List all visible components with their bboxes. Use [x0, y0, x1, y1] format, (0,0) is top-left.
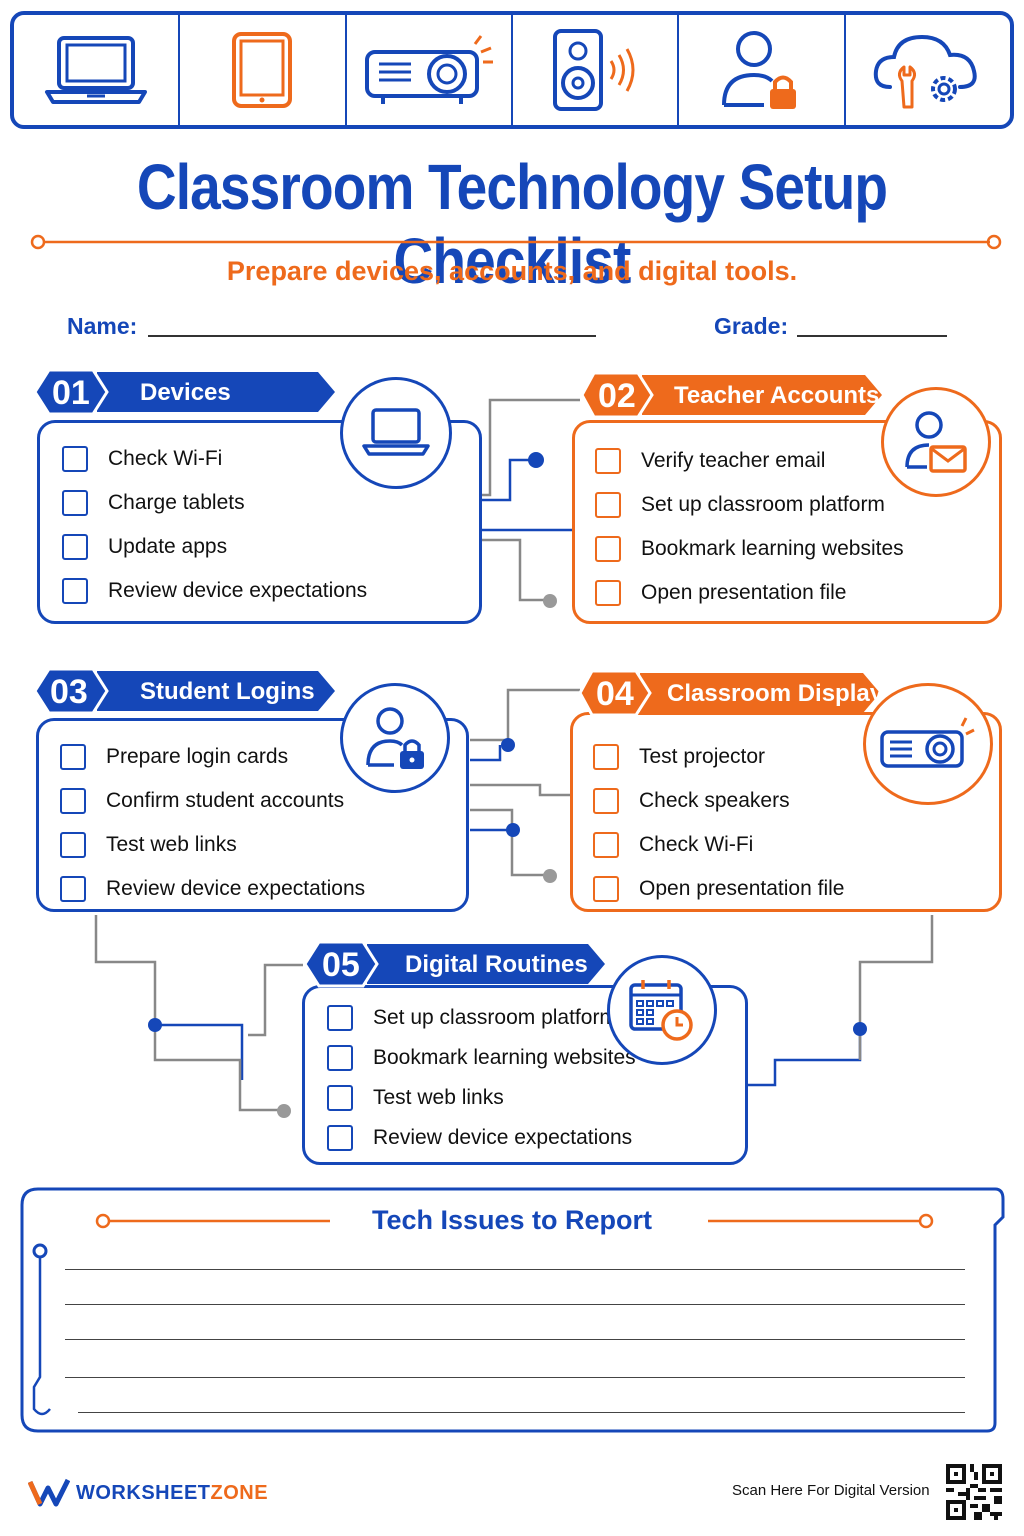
- scan-text: Scan Here For Digital Version: [732, 1482, 930, 1499]
- report-line[interactable]: [65, 1304, 965, 1305]
- logo-mark-icon: [28, 1478, 70, 1507]
- checklist-item[interactable]: Check Wi-Fi: [62, 437, 367, 481]
- checkbox[interactable]: [60, 744, 86, 770]
- checkbox[interactable]: [327, 1045, 353, 1071]
- section-digital-routines: Set up classroom platform Bookmark learn…: [302, 985, 748, 1165]
- laptop-icon: [14, 15, 181, 125]
- section-number: 04: [596, 674, 634, 713]
- projector-icon: [347, 15, 513, 125]
- page-title: Classroom Technology Setup Checklist: [136, 151, 888, 297]
- report-line[interactable]: [65, 1269, 965, 1270]
- user-mail-icon: [881, 387, 991, 497]
- checklist-item[interactable]: Test web links: [60, 823, 365, 867]
- checkbox[interactable]: [593, 788, 619, 814]
- checklist-item[interactable]: Charge tablets: [62, 481, 367, 525]
- section-title: Classroom Display: [667, 680, 884, 707]
- checklist-item[interactable]: Open presentation file: [595, 571, 904, 615]
- checklist-item[interactable]: Verify teacher email: [595, 439, 904, 483]
- section-badge-shape: [303, 940, 605, 988]
- name-label: Name:: [67, 313, 138, 339]
- checklist-item[interactable]: Review device expectations: [327, 1118, 636, 1158]
- checkbox[interactable]: [62, 578, 88, 604]
- checklist-item[interactable]: Open presentation file: [593, 867, 844, 911]
- checklist-item[interactable]: Bookmark learning websites: [595, 527, 904, 571]
- checklist-item[interactable]: Test web links: [327, 1078, 636, 1118]
- checklist-item[interactable]: Bookmark learning websites: [327, 1038, 636, 1078]
- section-badge-shape: [33, 368, 335, 416]
- name-field[interactable]: [148, 335, 596, 337]
- checklist-item[interactable]: Test projector: [593, 735, 844, 779]
- speaker-icon: [513, 15, 680, 125]
- section-number: 01: [52, 373, 90, 412]
- report-frame: [20, 1187, 1005, 1433]
- cloud-settings-icon: [846, 15, 1010, 125]
- checkbox[interactable]: [327, 1125, 353, 1151]
- report-line[interactable]: [65, 1377, 965, 1378]
- section-title: Student Logins: [140, 678, 315, 705]
- checklist-item[interactable]: Check Wi-Fi: [593, 823, 844, 867]
- brand-logo: WORKSHEETZONE: [28, 1478, 268, 1508]
- checkbox[interactable]: [62, 446, 88, 472]
- title-divider: [30, 234, 1002, 250]
- checkbox[interactable]: [593, 832, 619, 858]
- user-lock-icon: [340, 683, 450, 793]
- checkbox[interactable]: [60, 876, 86, 902]
- checklist-item[interactable]: Prepare login cards: [60, 735, 365, 779]
- checkbox[interactable]: [595, 448, 621, 474]
- checkbox[interactable]: [327, 1005, 353, 1031]
- section-number: 03: [50, 672, 88, 711]
- checklist-item[interactable]: Set up classroom platform: [595, 483, 904, 527]
- checkbox[interactable]: [595, 580, 621, 606]
- section-badge-shape: [33, 667, 335, 715]
- grade-field[interactable]: [797, 335, 947, 337]
- user-lock-icon: [679, 15, 846, 125]
- section-number: 05: [322, 945, 360, 984]
- section-badge-shape: [578, 669, 880, 717]
- section-title: Devices: [140, 379, 231, 406]
- tablet-icon: [180, 15, 347, 125]
- report-line[interactable]: [78, 1412, 965, 1413]
- checklist-item[interactable]: Review device expectations: [62, 569, 367, 613]
- checkbox[interactable]: [593, 744, 619, 770]
- checkbox[interactable]: [60, 832, 86, 858]
- checkbox[interactable]: [60, 788, 86, 814]
- section-number: 02: [598, 376, 636, 415]
- checklist-item[interactable]: Confirm student accounts: [60, 779, 365, 823]
- checklist-item[interactable]: Review device expectations: [60, 867, 365, 911]
- projector-icon: [863, 683, 993, 805]
- checkbox[interactable]: [62, 534, 88, 560]
- icon-bar: [10, 11, 1014, 129]
- checkbox[interactable]: [327, 1085, 353, 1111]
- checkbox[interactable]: [593, 876, 619, 902]
- checklist-item[interactable]: Set up classroom platform: [327, 998, 636, 1038]
- checkbox[interactable]: [595, 536, 621, 562]
- section-title: Digital Routines: [405, 951, 588, 978]
- section-title: Teacher Accounts: [674, 382, 880, 409]
- page-subtitle: Prepare devices, accounts, and digital t…: [226, 256, 798, 286]
- checkbox[interactable]: [62, 490, 88, 516]
- checklist-item[interactable]: Check speakers: [593, 779, 844, 823]
- report-line[interactable]: [65, 1339, 965, 1340]
- grade-label: Grade:: [714, 313, 789, 339]
- brand-name: WORKSHEETZONE: [76, 1481, 269, 1504]
- checklist-item[interactable]: Update apps: [62, 525, 367, 569]
- calendar-clock-icon: [607, 955, 717, 1065]
- report-title: Tech Issues to Report: [371, 1205, 653, 1235]
- laptop-icon: [340, 377, 452, 489]
- section-badge-shape: [580, 371, 882, 419]
- checkbox[interactable]: [595, 492, 621, 518]
- qr-code-icon[interactable]: [946, 1464, 1002, 1520]
